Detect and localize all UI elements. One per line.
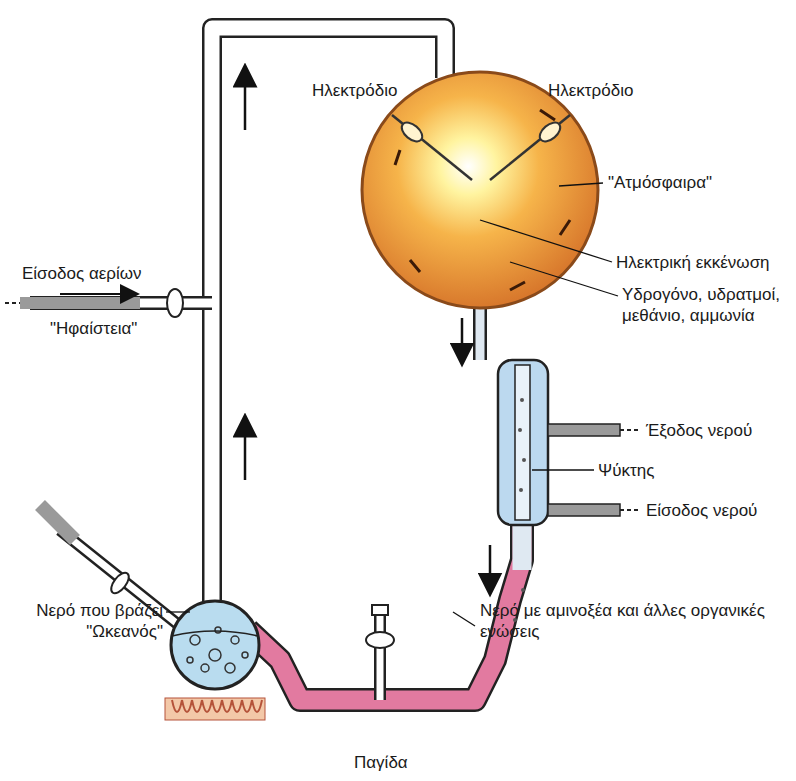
part-label: Ηλεκτρική εκκένωση: [616, 252, 791, 273]
part-label: Ηλεκτρόδιο: [548, 80, 658, 101]
part-label: "Ατμόσφαιρα": [608, 172, 758, 193]
part-label: Ψύκτης: [598, 460, 688, 481]
part-label: Ηλεκτρόδιο: [312, 80, 422, 101]
part-label: Είσοδος αερίων: [22, 263, 182, 284]
part-label: Νερό που βράζει "Ωκεανός": [5, 600, 163, 642]
part-label: "Ηφαίστεια": [50, 318, 180, 339]
part-label: Νερό με αμινοξέα και άλλες οργανικές ενώ…: [480, 600, 780, 642]
part-label: Είσοδος νερού: [646, 500, 786, 521]
part-label: Έξοδος νερού: [646, 420, 786, 441]
part-label: Παγίδα: [354, 752, 434, 773]
part-label: Υδρογόνο, υδρατμοί, μεθάνιο, αμμωνία: [622, 284, 792, 326]
